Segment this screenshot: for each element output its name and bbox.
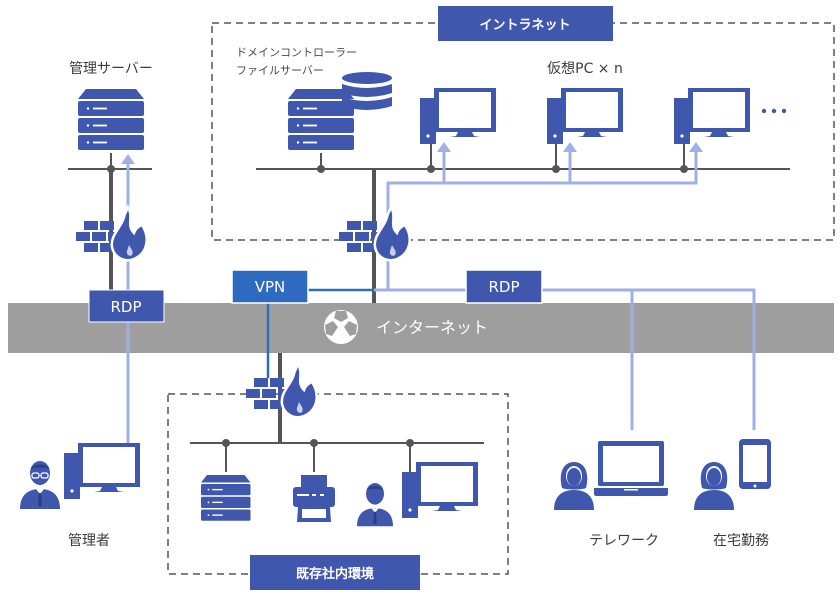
file-server-label: ファイルサーバー [236, 64, 324, 77]
server-icon [201, 475, 251, 521]
globe-icon [324, 310, 358, 344]
office-label: 既存社内環境 [296, 566, 374, 582]
rdp-arrowheads [121, 142, 703, 164]
printer-icon [293, 475, 335, 522]
vpn-lines [266, 288, 374, 378]
rdp-admin-label: RDP [110, 298, 141, 316]
tablet-icon [739, 439, 771, 489]
rdp-remote-tag [465, 269, 543, 304]
internet-label: インターネット [376, 318, 488, 337]
rdp-lines [126, 150, 756, 452]
mgmt-server-label: 管理サーバー [69, 61, 153, 77]
rdp-remote-label: RDP [488, 278, 519, 296]
admin-label: 管理者 [68, 533, 110, 549]
server-icon [78, 89, 144, 150]
virtual-pc-label: 仮想PC × n [547, 61, 623, 77]
vpn-label: VPN [255, 278, 286, 296]
desktop-pc-icon [674, 88, 750, 144]
desktop-pc-icon [420, 88, 496, 144]
desktop-pc-icon [547, 88, 623, 144]
telework-user-icon [554, 462, 594, 510]
telework-label: テレワーク [589, 533, 659, 549]
office-user-icon [357, 483, 393, 527]
database-icon [342, 72, 392, 110]
admin-user-icon [20, 461, 60, 509]
desktop-pc-icon [64, 443, 140, 499]
home-work-user-icon [694, 462, 734, 510]
more-ellipsis-icon [761, 108, 787, 114]
intranet-tag [438, 6, 613, 41]
laptop-icon [594, 441, 668, 496]
home-work-label: 在宅勤務 [713, 533, 769, 549]
office-tag [250, 555, 420, 590]
vpn-tag [231, 269, 309, 304]
lan-junctions [107, 165, 688, 447]
rdp-admin-tag [88, 289, 165, 323]
intranet-label: イントラネット [479, 18, 570, 33]
dc-label: ドメインコントローラー [236, 46, 357, 59]
desktop-pc-icon [402, 462, 478, 518]
